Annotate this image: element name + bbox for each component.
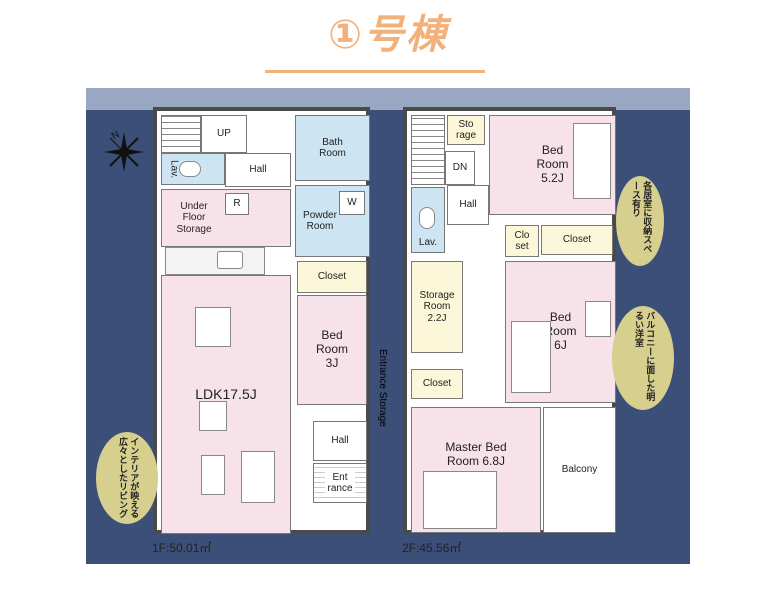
- floor2-dn: DN: [445, 151, 475, 185]
- compass: [100, 128, 148, 176]
- floor1-plan: UP Lav. Hall Bath Room Powder Room W Und…: [153, 107, 388, 534]
- floor1-hall-top: Hall: [225, 153, 291, 187]
- side-chair: [201, 455, 225, 495]
- floor2-balcony: Balcony: [543, 407, 616, 533]
- toilet-icon-2: [419, 207, 435, 229]
- floor1-stairs: [161, 115, 201, 153]
- bed-mid: [511, 321, 551, 393]
- dining-table: [195, 307, 231, 347]
- floor1-hall-bottom: Hall: [313, 421, 367, 461]
- floor1-entrance: Ent rance: [313, 463, 367, 503]
- floor1-closet: Closet: [297, 261, 367, 293]
- page-title: ①号棟: [328, 12, 448, 58]
- floor1-area: 1F:50.01㎡: [152, 541, 212, 555]
- floor1-bedroom: Bed Room 3J: [297, 295, 367, 405]
- note-storage: 各居室に収納スペース有り: [616, 176, 664, 266]
- desk-mid: [585, 301, 611, 337]
- bed-master: [423, 471, 497, 529]
- floor2-closet-small: Clo set: [505, 225, 539, 257]
- title-underline: [265, 70, 485, 73]
- floor2-closet-mid: Closet: [411, 369, 463, 399]
- washer-box: W: [339, 191, 365, 215]
- note-balcony: バルコニーに面した明るい洋室: [612, 306, 674, 410]
- floor2-stairs: [411, 115, 445, 185]
- fridge-box: R: [225, 193, 249, 215]
- floor2-storage-room: Storage Room 2.2J: [411, 261, 463, 353]
- sofa: [241, 451, 275, 503]
- floor2-area: 2F:45.56㎡: [402, 541, 462, 555]
- floor2-plan: Sto rage DN Hall Lav. Bed Room 5.2J Clo …: [403, 107, 616, 534]
- floor2-storage-small: Sto rage: [447, 115, 485, 145]
- kitchen-counter: [165, 247, 265, 275]
- floor1-up: UP: [201, 115, 247, 153]
- toilet-icon: [179, 161, 201, 177]
- note-living: インテリアが映える広々としたリビング: [96, 432, 158, 524]
- compass-icon: [104, 132, 144, 172]
- bed-top: [573, 123, 611, 199]
- sink-icon: [217, 251, 243, 269]
- floor2-hall: Hall: [447, 185, 489, 225]
- entrance-storage-label: Entrance Storage: [377, 349, 388, 427]
- floor1-bath: Bath Room: [295, 115, 370, 181]
- low-table: [199, 401, 227, 431]
- road-strip: [86, 88, 690, 110]
- floor2-closet-top: Closet: [541, 225, 613, 255]
